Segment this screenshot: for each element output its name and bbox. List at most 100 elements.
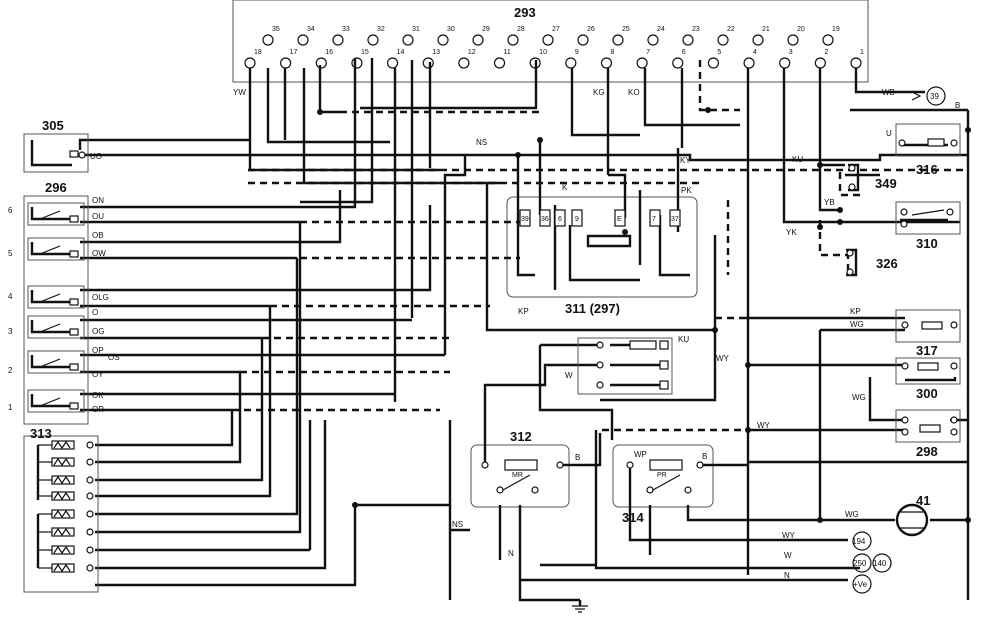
- switch-cell: [27, 202, 85, 226]
- label-316: 316: [916, 162, 938, 177]
- svg-text:N: N: [508, 549, 514, 558]
- pin-upper: [262, 34, 274, 46]
- svg-text:PK: PK: [681, 186, 692, 195]
- component-300: 300: [895, 357, 961, 401]
- component-310: 310: [895, 201, 961, 251]
- resistor-terminal: [86, 528, 94, 536]
- pin-lower: [636, 57, 648, 69]
- resistor-zigzag: [53, 457, 71, 467]
- pin-lower-label: 4: [753, 49, 757, 56]
- pin-upper-label: 21: [762, 26, 770, 33]
- svg-text:OU: OU: [92, 212, 104, 221]
- pin-upper-label: 35: [272, 26, 280, 33]
- resistor-terminal: [86, 441, 94, 449]
- pin-lower: [707, 57, 720, 69]
- pin-lower-label: 8: [610, 49, 614, 56]
- pin-lower-label: 1: [860, 49, 864, 56]
- pin-upper: [507, 34, 519, 46]
- resistor-zigzag: [53, 545, 71, 555]
- resistor-terminal: [86, 564, 94, 572]
- svg-text:OLG: OLG: [92, 293, 109, 302]
- resistor-zigzag: [53, 475, 71, 485]
- pin-lower-label: 14: [397, 49, 405, 56]
- resistor-rows: [36, 440, 94, 573]
- svg-text:WG: WG: [852, 393, 866, 402]
- component-313: 313: [23, 426, 99, 593]
- pin-upper-label: 20: [797, 26, 805, 33]
- component-298: 298: [895, 409, 961, 459]
- switch-terminal: [69, 402, 79, 410]
- pin-upper-label: 23: [692, 26, 700, 33]
- pin-lower-label: 12: [468, 49, 476, 56]
- switch-cell: [27, 389, 85, 413]
- svg-text:NS: NS: [476, 138, 487, 147]
- pin-lower: [565, 57, 577, 69]
- svg-text:PR: PR: [657, 472, 667, 479]
- pin-lower-label: 15: [361, 49, 369, 56]
- pin-lower: [850, 57, 862, 69]
- svg-text:MR: MR: [512, 472, 523, 479]
- svg-text:KU: KU: [792, 155, 803, 164]
- svg-text:YB: YB: [824, 198, 835, 207]
- resistor: [51, 509, 75, 519]
- svg-text:UO: UO: [90, 152, 102, 161]
- pin-lower: [600, 57, 613, 69]
- row-number: 3: [8, 327, 13, 336]
- pin-upper: [717, 34, 729, 46]
- resistor: [51, 563, 75, 573]
- svg-text:W: W: [784, 551, 792, 560]
- resistor: [51, 440, 75, 450]
- label-296: 296: [45, 180, 67, 195]
- pin-upper: [437, 34, 449, 46]
- label-310: 310: [916, 236, 938, 251]
- relay-311: 311 (297) 39 36 6 9 E 7 37: [519, 209, 681, 316]
- pin-upper-label: 24: [657, 26, 665, 33]
- row-number: 2: [8, 366, 13, 375]
- pin-lower-label: 13: [432, 49, 440, 56]
- pin-lower: [244, 57, 256, 69]
- switch-contact: [30, 242, 72, 256]
- pin-lower: [422, 57, 434, 69]
- label-349: 349: [875, 176, 897, 191]
- switch-block-ku: [577, 337, 673, 395]
- svg-text:B: B: [702, 452, 707, 461]
- pin-upper: [787, 34, 799, 46]
- connector-293-outline: [232, 0, 869, 83]
- pin-upper-label: 34: [307, 26, 315, 33]
- label-326: 326: [876, 256, 898, 271]
- component-305: 305: [23, 118, 89, 173]
- pin-lower: [814, 57, 826, 69]
- component-41-motor: 41: [895, 493, 930, 537]
- pin-upper-label: 29: [482, 26, 490, 33]
- label-317: 317: [916, 343, 938, 358]
- switch-terminal: [69, 298, 79, 306]
- resistor-terminal: [86, 510, 94, 518]
- pin-upper-label: 33: [342, 26, 350, 33]
- pin-lower-label: 3: [789, 49, 793, 56]
- pin-lower-label: 17: [290, 49, 298, 56]
- pin-lower-label: 7: [646, 49, 650, 56]
- pin-lower-label: 9: [575, 49, 579, 56]
- svg-text:39: 39: [521, 216, 529, 223]
- pin-upper-label: 28: [517, 26, 525, 33]
- svg-text:KO: KO: [628, 88, 640, 97]
- pin-upper-label: 32: [377, 26, 385, 33]
- switch-cell: [27, 237, 85, 261]
- pin-lower-label: 6: [682, 49, 686, 56]
- svg-text:9: 9: [575, 216, 579, 223]
- svg-text:E: E: [617, 216, 622, 223]
- pin-upper-label: 19: [832, 26, 840, 33]
- svg-text:WY: WY: [716, 354, 730, 363]
- switch-contact: [30, 290, 72, 304]
- pin-upper: [682, 34, 694, 46]
- svg-text:W: W: [565, 371, 573, 380]
- component-326: 326: [846, 248, 898, 277]
- component-316: 316: [895, 123, 961, 177]
- pin-lower-label: 16: [325, 49, 333, 56]
- resistor-terminal: [86, 492, 94, 500]
- pin-lower: [315, 57, 327, 69]
- svg-text:36: 36: [541, 216, 549, 223]
